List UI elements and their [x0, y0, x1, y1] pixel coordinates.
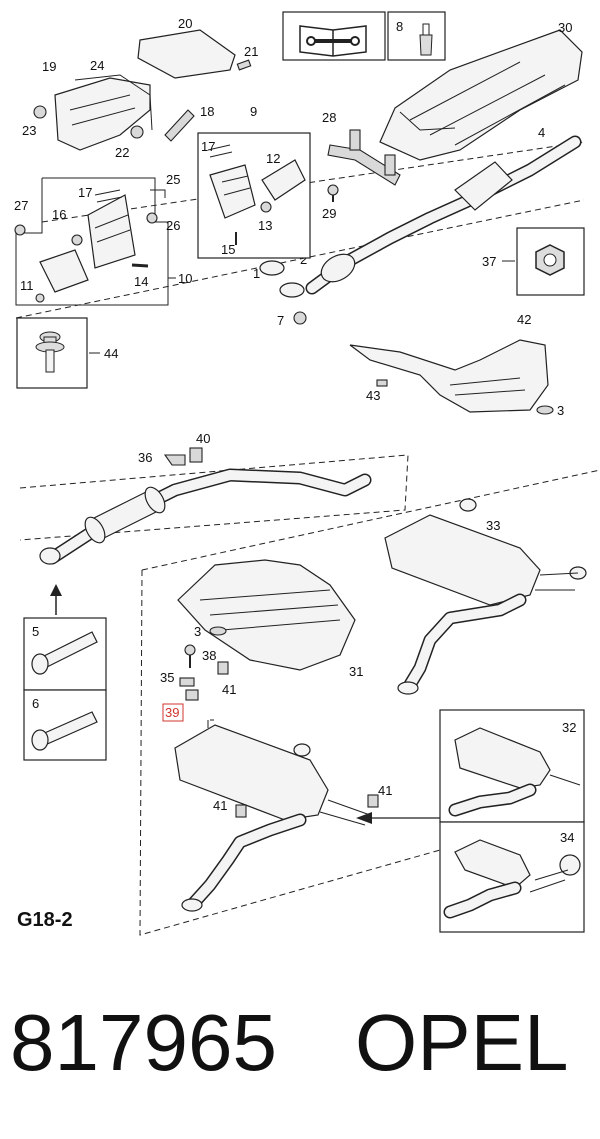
callout-39: 39	[165, 705, 179, 720]
callout-8: 8	[396, 19, 403, 34]
callout-37: 37	[482, 254, 496, 269]
callout-2: 2	[300, 252, 307, 267]
part-42-heat-shield[interactable]	[349, 339, 549, 413]
part-33-rear-silencer[interactable]	[384, 498, 587, 695]
callout-4: 4	[538, 125, 545, 140]
part-2-gasket[interactable]	[279, 282, 305, 298]
part-18-sensor[interactable]	[164, 109, 195, 142]
part-30-heat-shield[interactable]	[379, 29, 583, 161]
callout-1: 1	[253, 266, 260, 281]
variant-pointer-arrow-right	[356, 812, 440, 824]
callout-18: 18	[200, 104, 214, 119]
part-36-bracket[interactable]	[163, 454, 186, 466]
callout-6: 6	[32, 696, 39, 711]
callout-7: 7	[277, 313, 284, 328]
part-19-manifold[interactable]	[54, 77, 151, 151]
assembly-guide-lines	[15, 141, 600, 936]
part-34-variant-box[interactable]	[439, 821, 585, 933]
callout-16: 16	[52, 207, 66, 222]
callout-21: 21	[244, 44, 258, 59]
callout-12: 12	[266, 151, 280, 166]
section-code: G18-2	[17, 909, 73, 931]
part-middle-pipe[interactable]	[39, 468, 372, 565]
part-38-bracket[interactable]	[179, 677, 195, 687]
callout-10: 10	[178, 271, 192, 286]
part-41-hanger-c[interactable]	[367, 794, 379, 808]
part-35-bolt[interactable]	[184, 644, 196, 668]
callout-22: 22	[115, 145, 129, 160]
part-6-variant-box[interactable]	[23, 689, 107, 761]
callout-27: 27	[14, 198, 28, 213]
part-5-variant-box[interactable]	[23, 617, 107, 691]
callout-15: 15	[221, 242, 235, 257]
callout-14: 14	[134, 274, 148, 289]
part-41-hanger-b[interactable]	[235, 804, 247, 818]
callout-31: 31	[349, 664, 363, 679]
part-31-heat-shield[interactable]	[177, 559, 356, 671]
callout-30: 30	[558, 20, 572, 35]
part-27-clip[interactable]	[14, 224, 26, 236]
part-7-nut[interactable]	[293, 311, 307, 325]
callout-29: 29	[322, 206, 336, 221]
callout-3-lower: 3	[194, 624, 201, 639]
callout-40: 40	[196, 431, 210, 446]
callout-35: 35	[160, 670, 174, 685]
part-43-clip[interactable]	[376, 379, 388, 387]
callout-23: 23	[22, 123, 36, 138]
part-22-nut[interactable]	[130, 125, 144, 139]
callout-33: 33	[486, 518, 500, 533]
part-4-front-pipe[interactable]	[305, 135, 582, 295]
part-28-bracket[interactable]	[327, 129, 401, 186]
part-3-nut-upper[interactable]	[536, 405, 554, 415]
sealant-tube-icon	[419, 34, 433, 56]
part-10-converter-assembly-box[interactable]	[15, 177, 169, 306]
callout-32: 32	[562, 720, 576, 735]
callout-38: 38	[202, 648, 216, 663]
callout-43: 43	[366, 388, 380, 403]
callout-44: 44	[104, 346, 118, 361]
callout-17-kit: 17	[201, 139, 215, 154]
callout-42: 42	[517, 312, 531, 327]
callout-26: 26	[166, 218, 180, 233]
callout-41-a: 41	[222, 682, 236, 697]
part-9-converter-kit-box[interactable]	[197, 132, 311, 259]
brand-name: OPEL	[355, 998, 568, 1087]
callout-19: 19	[42, 59, 56, 74]
callout-11: 11	[20, 278, 34, 293]
part-21-stud[interactable]	[236, 59, 252, 71]
part-lower-rear-silencer[interactable]	[174, 719, 371, 912]
part-29-bolt[interactable]	[327, 184, 339, 202]
part-32-variant-box[interactable]	[439, 709, 585, 823]
callout-13: 13	[258, 218, 272, 233]
callout-24: 24	[90, 58, 104, 73]
callout-41-b: 41	[213, 798, 227, 813]
part-1-gasket[interactable]	[259, 260, 285, 276]
callout-25: 25	[166, 172, 180, 187]
part-44-bolt-box[interactable]	[16, 317, 88, 389]
callout-5: 5	[32, 624, 39, 639]
part-3-nut-lower[interactable]	[209, 626, 227, 636]
part-41-hanger-a[interactable]	[217, 661, 229, 675]
part-40-hanger[interactable]	[189, 447, 203, 463]
callout-20: 20	[178, 16, 192, 31]
variant-pointer-arrow	[50, 584, 62, 615]
callout-36: 36	[138, 450, 152, 465]
sealant-box[interactable]: 8	[387, 11, 446, 61]
callout-41-c: 41	[378, 783, 392, 798]
manual-icon-box[interactable]	[282, 11, 386, 61]
callout-17-assembly: 17	[78, 185, 92, 200]
callout-34: 34	[560, 830, 574, 845]
part-23-nut[interactable]	[33, 105, 47, 119]
part-20-gasket[interactable]	[137, 29, 236, 79]
callout-28: 28	[322, 110, 336, 125]
part-37-nut-box[interactable]	[516, 227, 585, 296]
callout-3-upper: 3	[557, 403, 564, 418]
callout-9: 9	[250, 104, 257, 119]
part-39-clamp[interactable]	[185, 689, 199, 701]
part-number: 817965	[10, 998, 277, 1087]
part-24-gasket[interactable]	[74, 74, 153, 131]
